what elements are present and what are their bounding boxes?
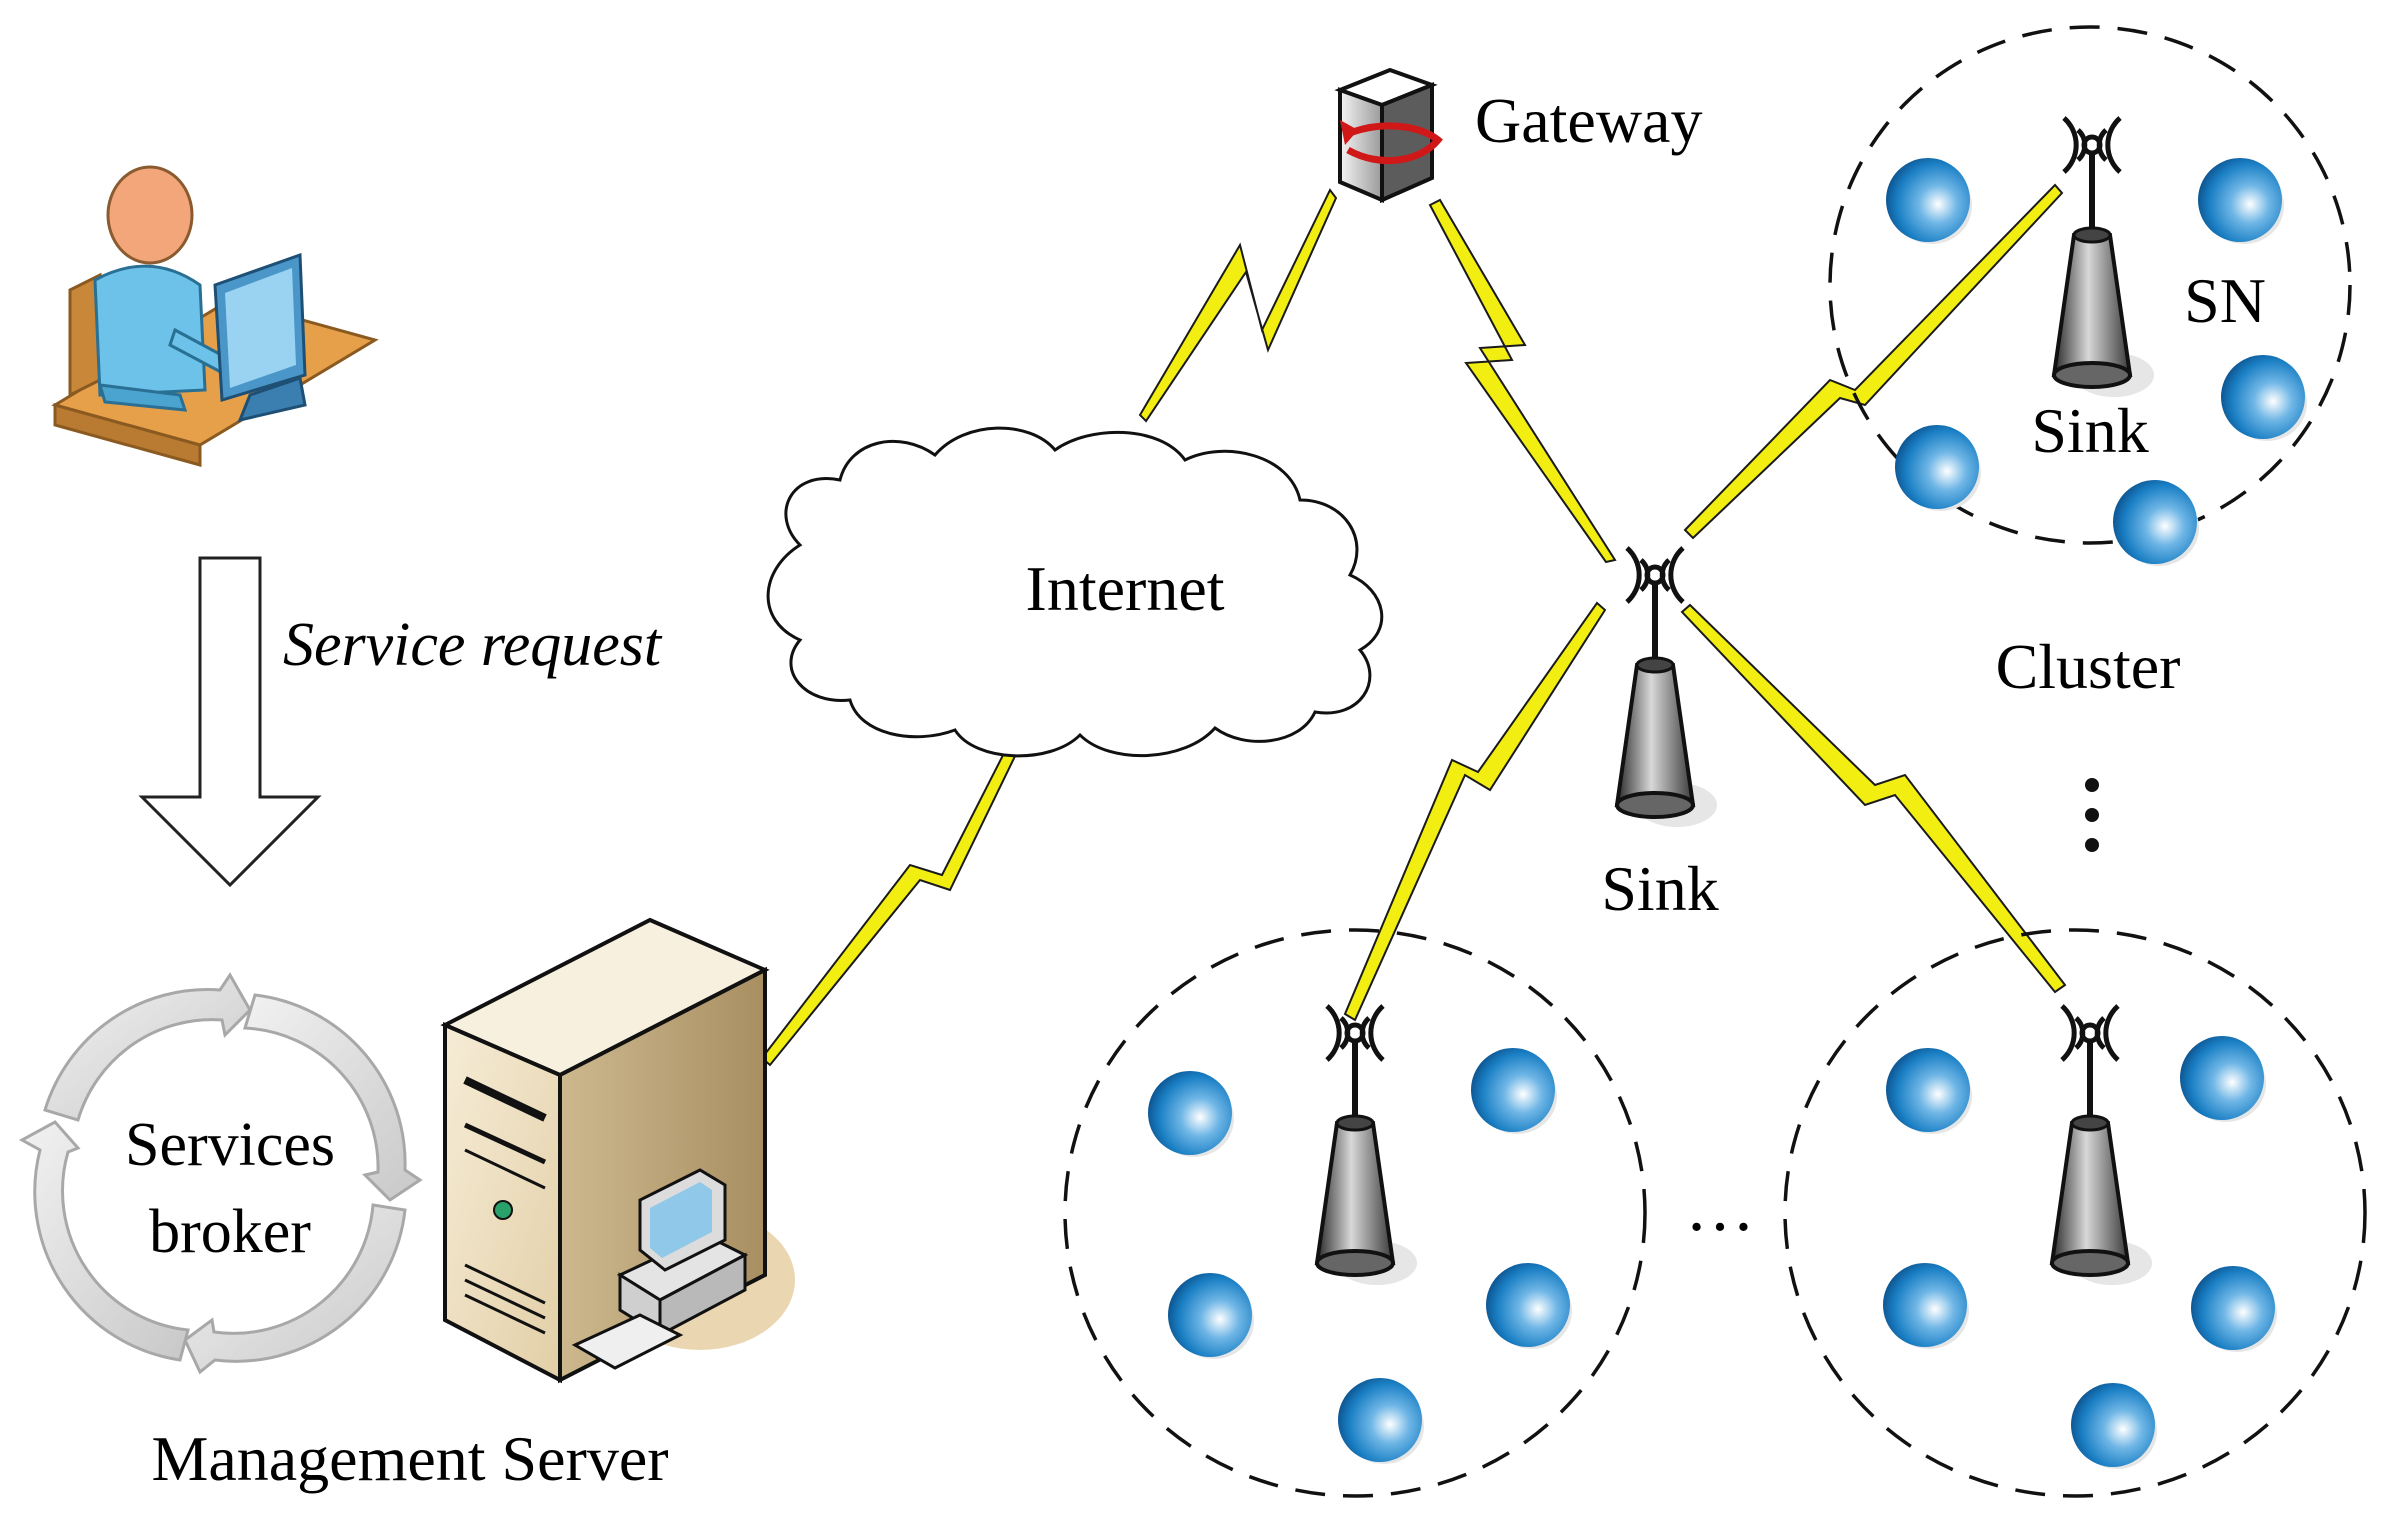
sensor-node xyxy=(2191,1266,2277,1352)
gateway-label: Gateway xyxy=(1475,85,1702,156)
sensor-node xyxy=(1168,1273,1254,1359)
sensor-node xyxy=(2071,1383,2157,1469)
sink-center-label: Sink xyxy=(1601,853,1718,924)
sink-antenna-icon-bottom-right xyxy=(2052,1006,2152,1285)
services-broker-label-line2: broker xyxy=(149,1198,311,1266)
link-sink-cluster-left xyxy=(1343,601,1607,1022)
link-gateway-sink xyxy=(1428,198,1617,564)
sensor-node xyxy=(2198,158,2284,244)
sensor-node xyxy=(1895,425,1981,511)
sn-label: SN xyxy=(2184,265,2266,336)
ellipsis-horizontal: … xyxy=(1685,1169,1755,1246)
ellipsis-vertical xyxy=(2085,778,2099,852)
sensor-node xyxy=(2113,480,2199,566)
sensor-node xyxy=(2180,1036,2266,1122)
sink-cluster-label: Sink xyxy=(2031,395,2148,466)
link-sink-cluster-top xyxy=(1683,183,2064,540)
sink-antenna-icon-top-right xyxy=(2054,118,2154,397)
sink-antenna-icon-center xyxy=(1617,548,1717,827)
sink-antenna-icon-bottom-left xyxy=(1317,1006,1417,1285)
wireless-links xyxy=(760,183,2067,1067)
user-at-computer-icon xyxy=(51,165,379,467)
sensor-node xyxy=(1886,1048,1972,1134)
cluster-top-right xyxy=(1828,25,2352,545)
sensor-node xyxy=(1338,1378,1424,1464)
services-broker-label-line1: Services xyxy=(125,1111,335,1179)
service-request-arrow xyxy=(138,556,322,888)
cluster-label: Cluster xyxy=(1996,631,2181,702)
cluster-bottom-right xyxy=(1783,928,2367,1498)
internet-cloud-icon xyxy=(766,426,1384,758)
sensor-node xyxy=(1471,1048,1557,1134)
services-broker-cycle-icon xyxy=(18,972,423,1375)
sensor-node xyxy=(2221,355,2307,441)
workstation-icon xyxy=(571,1168,749,1370)
sensor-node xyxy=(1883,1263,1969,1349)
gateway-server-icon xyxy=(1334,67,1443,204)
management-server-label: Management Server xyxy=(151,1423,668,1494)
link-server-internet xyxy=(760,706,1037,1067)
internet-label: Internet xyxy=(1026,553,1225,624)
link-internet-gateway xyxy=(1138,188,1338,423)
service-request-label: Service request xyxy=(283,611,663,679)
sensor-node xyxy=(1148,1071,1234,1157)
sensor-node xyxy=(1486,1263,1572,1349)
link-sink-cluster-right xyxy=(1680,603,2067,994)
sensor-node xyxy=(1886,158,1972,244)
cluster-bottom-left xyxy=(1063,928,1647,1498)
